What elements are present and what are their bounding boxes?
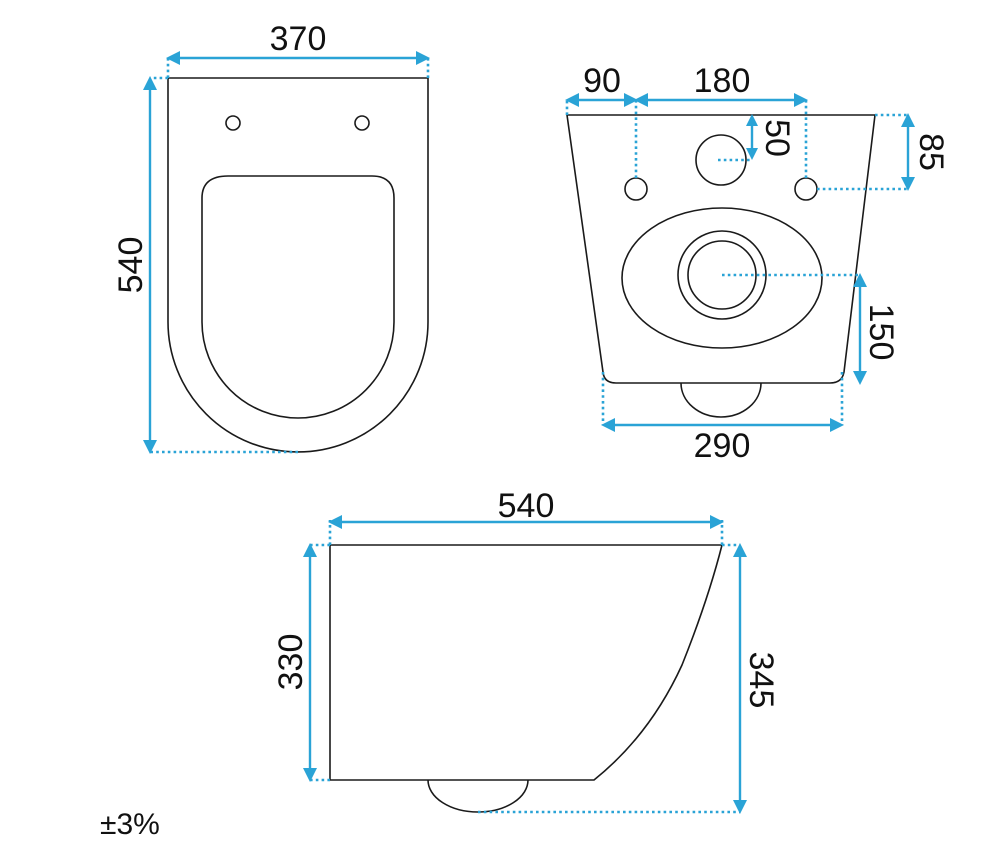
front-bolt-spacing-arrow-left	[634, 93, 648, 107]
side-total-height-arrow-bottom	[733, 800, 747, 814]
front-view-outlet-inner	[687, 240, 757, 310]
front-view-water-inlet	[695, 134, 747, 186]
top-view: 370 540	[112, 20, 430, 454]
front-base-width-label: 290	[694, 427, 751, 465]
front-bolt-height-label: 85	[912, 133, 950, 171]
front-inlet-arrow-bottom	[746, 148, 758, 160]
side-length-arrow-right	[710, 515, 724, 529]
front-offset-arrow-right	[624, 93, 638, 107]
side-view-body-outline	[329, 544, 724, 781]
top-view-fixing-hole-left	[225, 115, 241, 131]
top-width-label: 370	[270, 20, 327, 58]
top-width-arrow-right	[416, 51, 430, 65]
front-view-outlet-rim	[621, 207, 823, 349]
side-rim-height-label: 330	[272, 634, 310, 691]
front-base-arrow-left	[601, 418, 615, 432]
side-length-label: 540	[498, 487, 555, 525]
side-rim-height-arrow-top	[303, 543, 317, 557]
top-width-arrow-left	[166, 51, 180, 65]
top-length-arrow-top	[143, 76, 157, 90]
side-total-height-arrow-top	[733, 543, 747, 557]
side-total-height-label: 345	[742, 652, 780, 709]
front-view-bolt-hole-right	[794, 177, 818, 201]
front-view-body-outline	[566, 114, 876, 384]
front-view-outlet-outer	[677, 230, 767, 320]
front-outlet-height-arrow-top	[853, 273, 867, 287]
side-length-arrow-left	[328, 515, 342, 529]
front-view: 90 180 50 85 150 290	[565, 62, 950, 465]
top-view-fixing-hole-right	[354, 115, 370, 131]
front-view-outlet-bulge	[680, 382, 762, 418]
front-inlet-drop-label: 50	[758, 119, 796, 157]
top-view-bowl-outline	[167, 77, 429, 453]
front-outlet-height-arrow-bottom	[853, 371, 867, 385]
side-view-outlet-bulge	[427, 779, 529, 813]
top-length-label: 540	[112, 237, 150, 294]
front-view-bolt-hole-left	[624, 177, 648, 201]
front-inlet-arrow-top	[746, 114, 758, 126]
side-view: 540 330 345	[272, 487, 780, 814]
side-rim-height-arrow-bottom	[303, 768, 317, 782]
top-length-arrow-bottom	[143, 440, 157, 454]
front-bolt-height-arrow-top	[901, 113, 915, 127]
front-base-arrow-right	[830, 418, 844, 432]
top-view-seat-opening	[201, 175, 395, 419]
front-offset-arrow-left	[565, 93, 579, 107]
front-bolt-height-arrow-bottom	[901, 177, 915, 191]
front-outlet-height-label: 150	[862, 304, 900, 361]
tolerance-note: ±3%	[100, 808, 160, 841]
front-bolt-spacing-label: 180	[694, 62, 751, 100]
front-offset-label: 90	[583, 62, 621, 100]
front-bolt-spacing-arrow-right	[794, 93, 808, 107]
